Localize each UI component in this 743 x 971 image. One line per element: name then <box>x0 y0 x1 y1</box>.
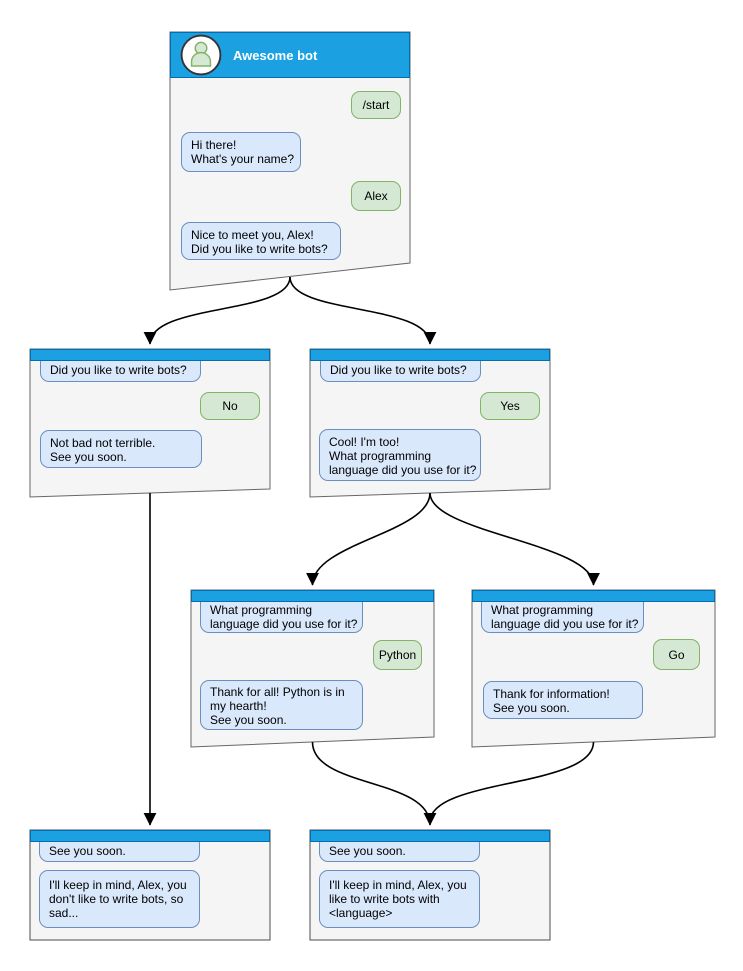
header-bar-end-no <box>30 830 270 842</box>
user-answer-no: No <box>200 392 260 420</box>
user-message-start: /start <box>351 91 401 119</box>
user-answer-python: Python <box>373 640 422 670</box>
bot-message-nice: Nice to meet you, Alex! Did you like to … <box>181 222 341 260</box>
bot-avatar-icon <box>180 34 222 76</box>
header-bar-yes <box>310 349 550 361</box>
bot-reply-end-no: I'll keep in mind, Alex, you don't like … <box>39 870 200 928</box>
user-answer-go: Go <box>653 639 700 670</box>
user-answer-yes: Yes <box>480 392 540 420</box>
edge-python-to-end <box>311 741 437 826</box>
edge-root-to-yes <box>289 276 437 345</box>
header-bar-go <box>472 590 715 602</box>
bot-reply-yes-branch: Cool! I'm too! What programming language… <box>319 429 481 481</box>
chat-title: Awesome bot <box>233 47 318 63</box>
edge-yes-to-python <box>306 492 431 586</box>
edge-root-to-no <box>143 276 291 345</box>
header-bar-end-yes <box>310 830 550 842</box>
chat-header: Awesome bot <box>170 32 410 78</box>
user-message-alex: Alex <box>351 181 401 211</box>
bot-message-hi: Hi there! What's your name? <box>181 132 301 172</box>
bot-reply-python-branch: Thank for all! Python is in my hearth! S… <box>200 680 363 730</box>
bot-reply-no-branch: Not bad not terrible. See you soon. <box>40 430 202 468</box>
header-bar-python <box>191 590 434 602</box>
edge-go-to-end <box>429 741 595 823</box>
bot-reply-end-yes: I'll keep in mind, Alex, you like to wri… <box>319 870 480 928</box>
edge-yes-to-go <box>429 492 600 586</box>
header-bar-no <box>30 349 270 361</box>
bot-reply-go-branch: Thank for information! See you soon. <box>483 681 643 719</box>
